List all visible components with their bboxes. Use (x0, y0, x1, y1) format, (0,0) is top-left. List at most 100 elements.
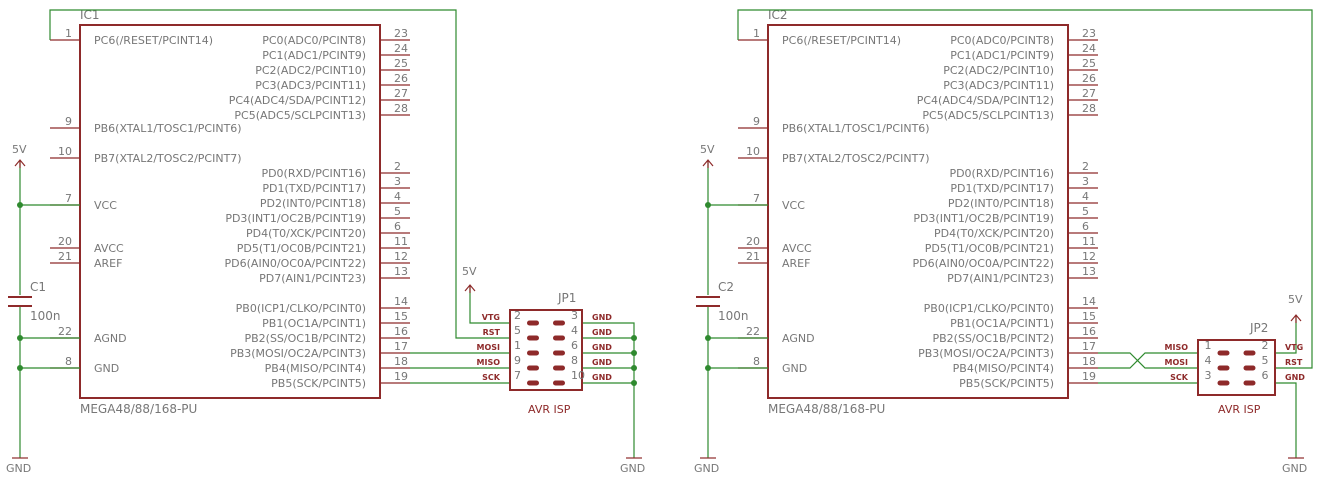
ic-pin-number: 25 (394, 57, 408, 70)
miso-wire (1098, 352, 1198, 369)
ic-pin-number: 21 (58, 250, 72, 263)
right-supply-symbol: 5V (700, 143, 715, 168)
ic-pin-number: 16 (394, 325, 408, 338)
supply-label: 5V (12, 143, 27, 156)
ic-pin-number: 24 (1082, 42, 1096, 55)
ic-pin-name: VCC (94, 199, 117, 212)
ic1-body (79, 24, 381, 399)
isp-supply-label: 5V (462, 265, 477, 278)
header-signal-label: GND (592, 313, 612, 322)
header-signal-label: VTG (482, 313, 500, 322)
header-signal-label: MOSI (1165, 358, 1189, 367)
ic-pin-number: 22 (746, 325, 760, 338)
ic-pin-number: 17 (394, 340, 408, 353)
ic-pin-name: PB6(XTAL1/TOSC1/PCINT6) (94, 122, 242, 135)
junction-dot (17, 202, 23, 208)
ic-pin-name: GND (782, 362, 807, 375)
header-pin-number: 3 (1205, 369, 1212, 382)
ic-pin-number: 1 (753, 27, 760, 40)
ic-pin-name: PB1(OC1A/PCINT1) (262, 317, 366, 330)
right-ground-symbol: GND (694, 457, 719, 475)
vtg-wire (469, 285, 510, 324)
ic-pin-name: PC2(ADC2/PCINT10) (255, 64, 366, 77)
ic-pin-number: 27 (394, 87, 408, 100)
ic-pin-number: 27 (1082, 87, 1096, 100)
ic-pin-number: 15 (394, 310, 408, 323)
supply-arrow-icon (464, 284, 476, 293)
ic-pin-name: PD0(RXD/PCINT16) (261, 167, 366, 180)
ic2-name: IC2 (768, 8, 788, 22)
header-pin-icon (1243, 365, 1256, 371)
ic-pin-name: PB7(XTAL2/TOSC2/PCINT7) (94, 152, 242, 165)
header-signal-label: VTG (1285, 343, 1303, 352)
ic-pin-name: PD6(AIN0/OC0A/PCINT22) (225, 257, 366, 270)
header-pin-icon (527, 365, 539, 371)
ic-pin-number: 3 (1082, 175, 1089, 188)
ic-pin-name: AREF (782, 257, 810, 270)
header-pin-icon (553, 320, 565, 326)
isp-supply-label: 5V (1288, 293, 1303, 306)
ground-label: GND (694, 462, 719, 475)
header-pin-icon (1217, 365, 1230, 371)
ic-pin-number: 6 (394, 220, 401, 233)
ic1-pins: 1PC6(/RESET/PCINT14)9PB6(XTAL1/TOSC1/PCI… (50, 27, 410, 390)
ic-pin-number: 15 (1082, 310, 1096, 323)
header-pin-number: 8 (571, 354, 578, 367)
left-schematic: 1PC6(/RESET/PCINT14)9PB6(XTAL1/TOSC1/PCI… (6, 8, 645, 475)
ic-pin-number: 13 (394, 265, 408, 278)
ic-pin-number: 2 (1082, 160, 1089, 173)
header-pin-number: 6 (1262, 369, 1269, 382)
header-pin-number: 4 (571, 324, 578, 337)
ic-pin-name: PC1(ADC1/PCINT9) (262, 49, 366, 62)
header-pin-number: 9 (514, 354, 521, 367)
ic-pin-name: PD2(INT0/PCINT18) (260, 197, 366, 210)
left-isp-ground-symbol: GND (620, 457, 645, 475)
ic-pin-name: AGND (94, 332, 127, 345)
ic-pin-name: PD3(INT1/OC2B/PCINT19) (913, 212, 1054, 225)
header-pin-number: 10 (571, 369, 585, 382)
ic-pin-name: PD1(TXD/PCINT17) (950, 182, 1054, 195)
ic-pin-number: 23 (1082, 27, 1096, 40)
header-value: AVR ISP (528, 403, 571, 416)
ic-pin-number: 4 (1082, 190, 1089, 203)
ic-pin-name: PD7(AIN1/PCINT23) (259, 272, 366, 285)
header-pin-number: 4 (1205, 354, 1212, 367)
ic-pin-name: PB7(XTAL2/TOSC2/PCINT7) (782, 152, 930, 165)
header-pin-icon (527, 350, 539, 356)
header-pin-number: 3 (571, 309, 578, 322)
supply-arrow-icon (1290, 314, 1302, 323)
header-pin-icon (1243, 350, 1256, 356)
ic-pin-number: 14 (394, 295, 408, 308)
ic-pin-name: PC0(ADC0/PCINT8) (950, 34, 1054, 47)
left-ground-symbol: GND (6, 457, 31, 475)
right-wires (707, 9, 1313, 458)
ic-pin-name: PC5(ADC5/SCLPCINT13) (922, 109, 1054, 122)
header-pin-icon (527, 320, 539, 326)
ic-pin-number: 5 (1082, 205, 1089, 218)
header-signal-label: MISO (1165, 343, 1189, 352)
ic-pin-name: PC6(/RESET/PCINT14) (94, 34, 213, 47)
ic-pin-name: PB1(OC1A/PCINT1) (950, 317, 1054, 330)
header-signal-label: GND (592, 358, 612, 367)
ic-pin-number: 9 (65, 115, 72, 128)
ic-pin-name: AGND (782, 332, 815, 345)
capacitor-icon (8, 296, 32, 307)
ic-pin-name: PB3(MOSI/OC2A/PCINT3) (918, 347, 1054, 360)
ic-pin-number: 20 (58, 235, 72, 248)
ic-pin-name: PB2(SS/OC1B/PCINT2) (932, 332, 1054, 345)
ic-pin-number: 28 (394, 102, 408, 115)
ic-pin-number: 10 (746, 145, 760, 158)
ic-pin-number: 8 (65, 355, 72, 368)
junction-dot (17, 365, 23, 371)
ic-pin-name: PC0(ADC0/PCINT8) (262, 34, 366, 47)
ic-pin-name: PB2(SS/OC1B/PCINT2) (244, 332, 366, 345)
ic-pin-name: PB5(SCK/PCINT5) (959, 377, 1054, 390)
ic-pin-name: VCC (782, 199, 805, 212)
header-signal-label: MISO (477, 358, 501, 367)
ic-pin-number: 6 (1082, 220, 1089, 233)
junction-dot (631, 380, 637, 386)
ic-pin-number: 19 (1082, 370, 1096, 383)
